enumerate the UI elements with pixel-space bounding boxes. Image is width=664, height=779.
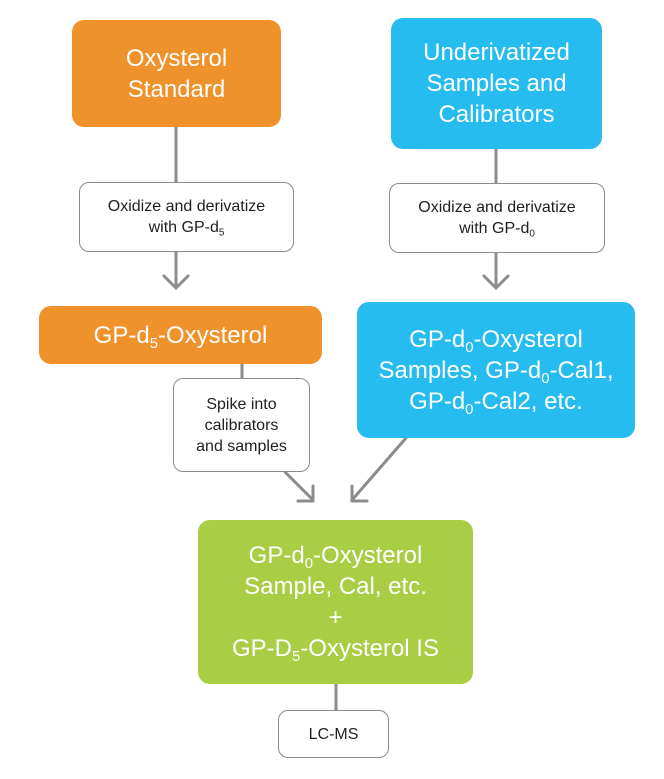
arrowhead-from-gp-d0 bbox=[350, 484, 369, 503]
underivatized-samples-box: Underivatized Samples and Calibrators bbox=[391, 18, 602, 149]
gp-d0-samples-box: GP-d0-Oxysterol Samples, GP-d0-Cal1, GP-… bbox=[357, 302, 635, 438]
spike-line1: Spike into bbox=[206, 395, 277, 413]
step-right-reagent: with GP-d bbox=[459, 220, 530, 237]
gp-d0-l2-pre: Samples, GP-d bbox=[378, 356, 542, 384]
oxysterol-standard-line2: Standard bbox=[127, 75, 226, 103]
connector-gp-d0-to-combined bbox=[350, 436, 408, 502]
gp-d5-post: -Oxysterol bbox=[157, 321, 268, 349]
combined-l1-post: -Oxysterol bbox=[312, 542, 423, 569]
lc-ms-box: LC-MS bbox=[278, 710, 389, 758]
gp-d0-l1-post: -Oxysterol bbox=[473, 325, 583, 353]
step-left-line1: Oxidize and derivatize bbox=[107, 198, 266, 215]
step-left-subscript: 5 bbox=[218, 227, 225, 239]
gp-d5-pre: GP-d bbox=[93, 321, 150, 349]
combined-line4: GP-D5-Oxysterol IS bbox=[198, 633, 473, 666]
underivatized-line3: Calibrators bbox=[438, 101, 555, 128]
gp-d0-samples-line1: GP-d0-Oxysterol bbox=[357, 324, 635, 356]
spike-line3: and samples bbox=[196, 437, 287, 455]
combined-plus: + bbox=[328, 604, 343, 631]
gp-d0-l2-subscript: 0 bbox=[541, 370, 550, 387]
combined-l1-subscript: 0 bbox=[304, 556, 313, 573]
lc-ms-label: LC-MS bbox=[308, 725, 359, 743]
combined-line1: GP-d0-Oxysterol bbox=[198, 540, 473, 573]
gp-d0-l3-post: -Cal2, etc. bbox=[473, 387, 583, 415]
step-left-reagent: with GP-d bbox=[148, 219, 219, 236]
gp-d5-subscript: 5 bbox=[149, 335, 158, 352]
step-right-line1: Oxidize and derivatize bbox=[418, 199, 576, 216]
combined-l4-pre: GP-D bbox=[232, 635, 292, 662]
combined-line2: Sample, Cal, etc. bbox=[244, 573, 427, 600]
oxidize-derivatize-d5-step: Oxidize and derivatize with GP-d5 bbox=[79, 182, 294, 252]
underivatized-line2: Samples and bbox=[426, 70, 567, 97]
step-right-line2: with GP-d0 bbox=[390, 218, 604, 239]
arrowhead-to-gp-d0 bbox=[482, 274, 510, 290]
gp-d0-samples-line2: Samples, GP-d0-Cal1, bbox=[357, 355, 635, 387]
connector-spike-to-combined bbox=[283, 470, 315, 502]
combined-l4-subscript: 5 bbox=[292, 649, 301, 666]
combined-l4-post: -Oxysterol IS bbox=[300, 635, 439, 662]
gp-d0-l1-subscript: 0 bbox=[465, 339, 474, 356]
spike-line2: calibrators bbox=[204, 416, 279, 434]
gp-d5-oxysterol-box: GP-d5-Oxysterol bbox=[39, 306, 322, 364]
combined-sample-box: GP-d0-Oxysterol Sample, Cal, etc. + GP-D… bbox=[198, 520, 473, 684]
gp-d0-l2-post: -Cal1, bbox=[549, 356, 614, 384]
arrowhead-to-gp-d5 bbox=[162, 274, 190, 290]
gp-d0-l3-pre: GP-d bbox=[409, 387, 466, 415]
underivatized-line1: Underivatized bbox=[423, 39, 570, 66]
arrowhead-from-spike bbox=[296, 484, 315, 503]
oxidize-derivatize-d0-step: Oxidize and derivatize with GP-d0 bbox=[389, 183, 605, 253]
gp-d0-l1-pre: GP-d bbox=[409, 325, 466, 353]
gp-d0-samples-line3: GP-d0-Cal2, etc. bbox=[357, 386, 635, 418]
spike-into-step: Spike into calibrators and samples bbox=[173, 378, 310, 472]
combined-l1-pre: GP-d bbox=[248, 542, 305, 569]
oxysterol-standard-box: Oxysterol Standard bbox=[72, 20, 281, 127]
gp-d0-l3-subscript: 0 bbox=[465, 401, 474, 418]
step-left-line2: with GP-d5 bbox=[80, 217, 293, 238]
oxysterol-standard-line1: Oxysterol bbox=[125, 44, 228, 72]
gp-d5-label: GP-d5-Oxysterol bbox=[39, 320, 322, 352]
step-right-subscript: 0 bbox=[529, 228, 535, 240]
